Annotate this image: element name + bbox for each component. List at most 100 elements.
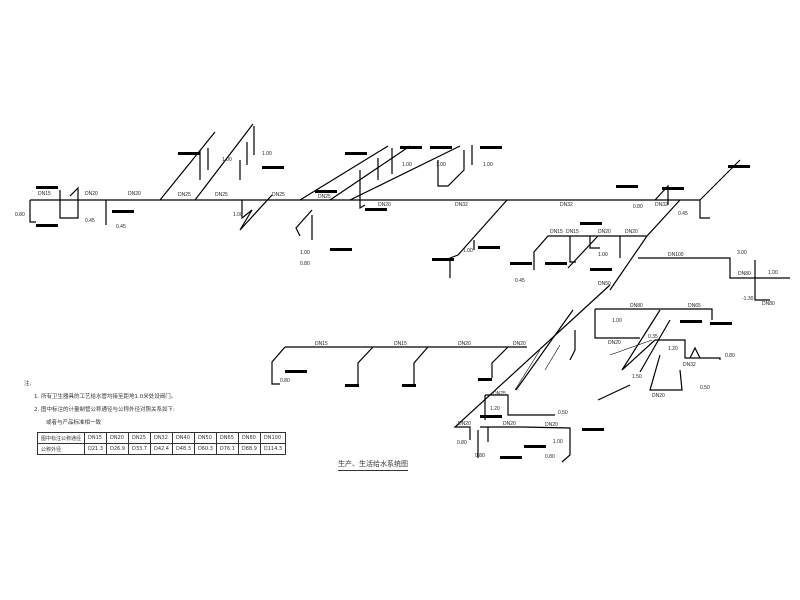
elevation-1-00: 1.00 xyxy=(233,212,243,218)
elevation-1-00: 1.00 xyxy=(402,162,412,168)
label-dn25: DN25 xyxy=(178,192,191,198)
table-cell: DN15 xyxy=(84,432,107,444)
notes: 注: 1. 所有卫生器具的工艺给水管均接至距地1.0米处设阀门。 2. 图中标注… xyxy=(24,378,176,430)
label-dn20: DN20 xyxy=(513,341,526,347)
label-dn20: DN20 xyxy=(608,340,621,346)
table-row: 图中标注公称通径 DN15 DN20 DN25 DN32 DN40 DN50 D… xyxy=(36,432,287,444)
table-cell: D76.1 xyxy=(215,443,239,455)
label-dn25: DN25 xyxy=(493,391,506,397)
table-cell: D114.3 xyxy=(259,443,287,455)
label-dn65: DN65 xyxy=(688,303,701,309)
elevation-minus-1-30: -1.30 xyxy=(742,296,754,302)
fixture-tags xyxy=(36,146,750,459)
elevation-0-80: 0.80 xyxy=(545,454,555,460)
table-cell: D33.7 xyxy=(127,443,151,455)
label-dn32: DN32 xyxy=(560,202,573,208)
label-dn20: DN20 xyxy=(85,191,98,197)
elevation-1-50: 1.50 xyxy=(632,374,642,380)
middle-branch-pipe xyxy=(533,199,790,301)
elevation-0-45: 0.45 xyxy=(116,224,126,230)
label-dn80: DN80 xyxy=(762,301,775,307)
elevation-1-00: 1.00 xyxy=(463,248,473,254)
table-cell: DN80 xyxy=(237,432,261,444)
elevation-0-80: 0.80 xyxy=(475,453,485,459)
label-dn15: DN15 xyxy=(394,341,407,347)
elevation-1-00: 1.00 xyxy=(598,252,608,258)
label-dn20: DN20 xyxy=(458,421,471,427)
note-item-2: 2. 图中标注的计量制管公称通径与公称外径对照关系如下: xyxy=(34,407,175,413)
elevation-0-45: 0.45 xyxy=(85,218,95,224)
label-dn32: DN32 xyxy=(655,202,668,208)
label-dn15: DN15 xyxy=(38,191,51,197)
label-dn20: DN20 xyxy=(458,341,471,347)
elevation-0-80: 0.80 xyxy=(633,204,643,210)
table-cell: D88.9 xyxy=(237,443,261,455)
label-dn15: DN15 xyxy=(566,229,579,235)
table-cell: DN20 xyxy=(106,432,129,444)
elevation-0-80: 0.80 xyxy=(280,378,290,384)
row-header: 图中标注公称通径 xyxy=(36,432,86,444)
elevation-3-00: 3.00 xyxy=(737,250,747,256)
drawing-title: 生产、生活给水系统图 xyxy=(338,459,408,471)
label-dn20: DN20 xyxy=(625,229,638,235)
label-dn15: DN15 xyxy=(315,341,328,347)
elevation-1-00: 1.00 xyxy=(222,157,232,163)
elevation-1-00: 1.00 xyxy=(300,250,310,256)
label-dn80: DN80 xyxy=(738,271,751,277)
main-supply-pipe xyxy=(29,123,741,278)
note-item-1: 1. 所有卫生器具的工艺给水管均接至距地1.0米处设阀门。 xyxy=(34,394,177,400)
elevation-0-80: 0.80 xyxy=(15,212,25,218)
pipe-size-table: 图中标注公称通径 DN15 DN20 DN25 DN32 DN40 DN50 D… xyxy=(36,432,287,455)
table-cell: DN65 xyxy=(215,432,239,444)
elevation-0-35: 0.35 xyxy=(648,334,658,340)
elevation-0-45: 0.45 xyxy=(678,211,688,217)
elevation-1-00: 1.00 xyxy=(768,270,778,276)
table-cell: DN40 xyxy=(171,432,195,444)
label-dn20: DN20 xyxy=(545,422,558,428)
lower-diagonal-pipe xyxy=(453,284,611,463)
elevation-labels: 0.80 0.45 0.45 1.00 1.00 1.00 1.00 1.00 … xyxy=(15,151,778,460)
table-row: 公称外径 D21.3 D26.9 D33.7 D42.4 D48.3 D60.3… xyxy=(36,443,287,455)
label-dn20: DN20 xyxy=(128,191,141,197)
table-cell: D26.9 xyxy=(106,443,129,455)
right-cluster-pipe xyxy=(594,308,721,401)
label-dn25: DN25 xyxy=(272,192,285,198)
table-cell: D42.4 xyxy=(149,443,173,455)
notes-heading: 注: xyxy=(24,381,32,387)
label-dn32: DN32 xyxy=(683,362,696,368)
label-dn15: DN15 xyxy=(550,229,563,235)
elevation-0-80: 0.80 xyxy=(725,353,735,359)
table-cell: DN32 xyxy=(149,432,173,444)
table-cell: DN50 xyxy=(193,432,217,444)
row-header: 公称外径 xyxy=(36,443,86,455)
elevation-0-50: 0.50 xyxy=(558,410,568,416)
elevation-1-00: 1.00 xyxy=(483,162,493,168)
elevation-0-45: 0.45 xyxy=(515,278,525,284)
elevation-1-00: 1.00 xyxy=(553,439,563,445)
label-dn80: DN80 xyxy=(630,303,643,309)
label-dn20: DN20 xyxy=(503,421,516,427)
label-dn25: DN25 xyxy=(318,194,331,200)
elevation-0-80: 0.80 xyxy=(457,440,467,446)
label-dn50: DN50 xyxy=(598,281,611,287)
label-dn25: DN25 xyxy=(215,192,228,198)
pipe-size-labels: DN15 DN20 DN20 DN25 DN25 DN25 DN25 DN20 … xyxy=(38,191,775,428)
label-dn32: DN32 xyxy=(455,202,468,208)
table-cell: DN100 xyxy=(259,432,287,444)
table-cell: DN25 xyxy=(127,432,151,444)
elevation-1-00: 1.00 xyxy=(612,318,622,324)
table-cell: D48.3 xyxy=(171,443,195,455)
elevation-1-20: 1.20 xyxy=(490,406,500,412)
label-dn20: DN20 xyxy=(598,229,611,235)
elevation-0-50: 0.50 xyxy=(700,385,710,391)
elevation-1-00: 1.00 xyxy=(436,162,446,168)
lower-left-branch-pipe xyxy=(271,346,527,385)
note-sub: 或者与产品标准相一致 xyxy=(46,420,102,426)
label-dn100: DN100 xyxy=(668,252,684,258)
table-cell: D60.3 xyxy=(193,443,217,455)
label-dn20: DN20 xyxy=(652,393,665,399)
elevation-1-20: 1.20 xyxy=(668,346,678,352)
label-dn20: DN20 xyxy=(378,202,391,208)
table-cell: D21.3 xyxy=(84,443,107,455)
